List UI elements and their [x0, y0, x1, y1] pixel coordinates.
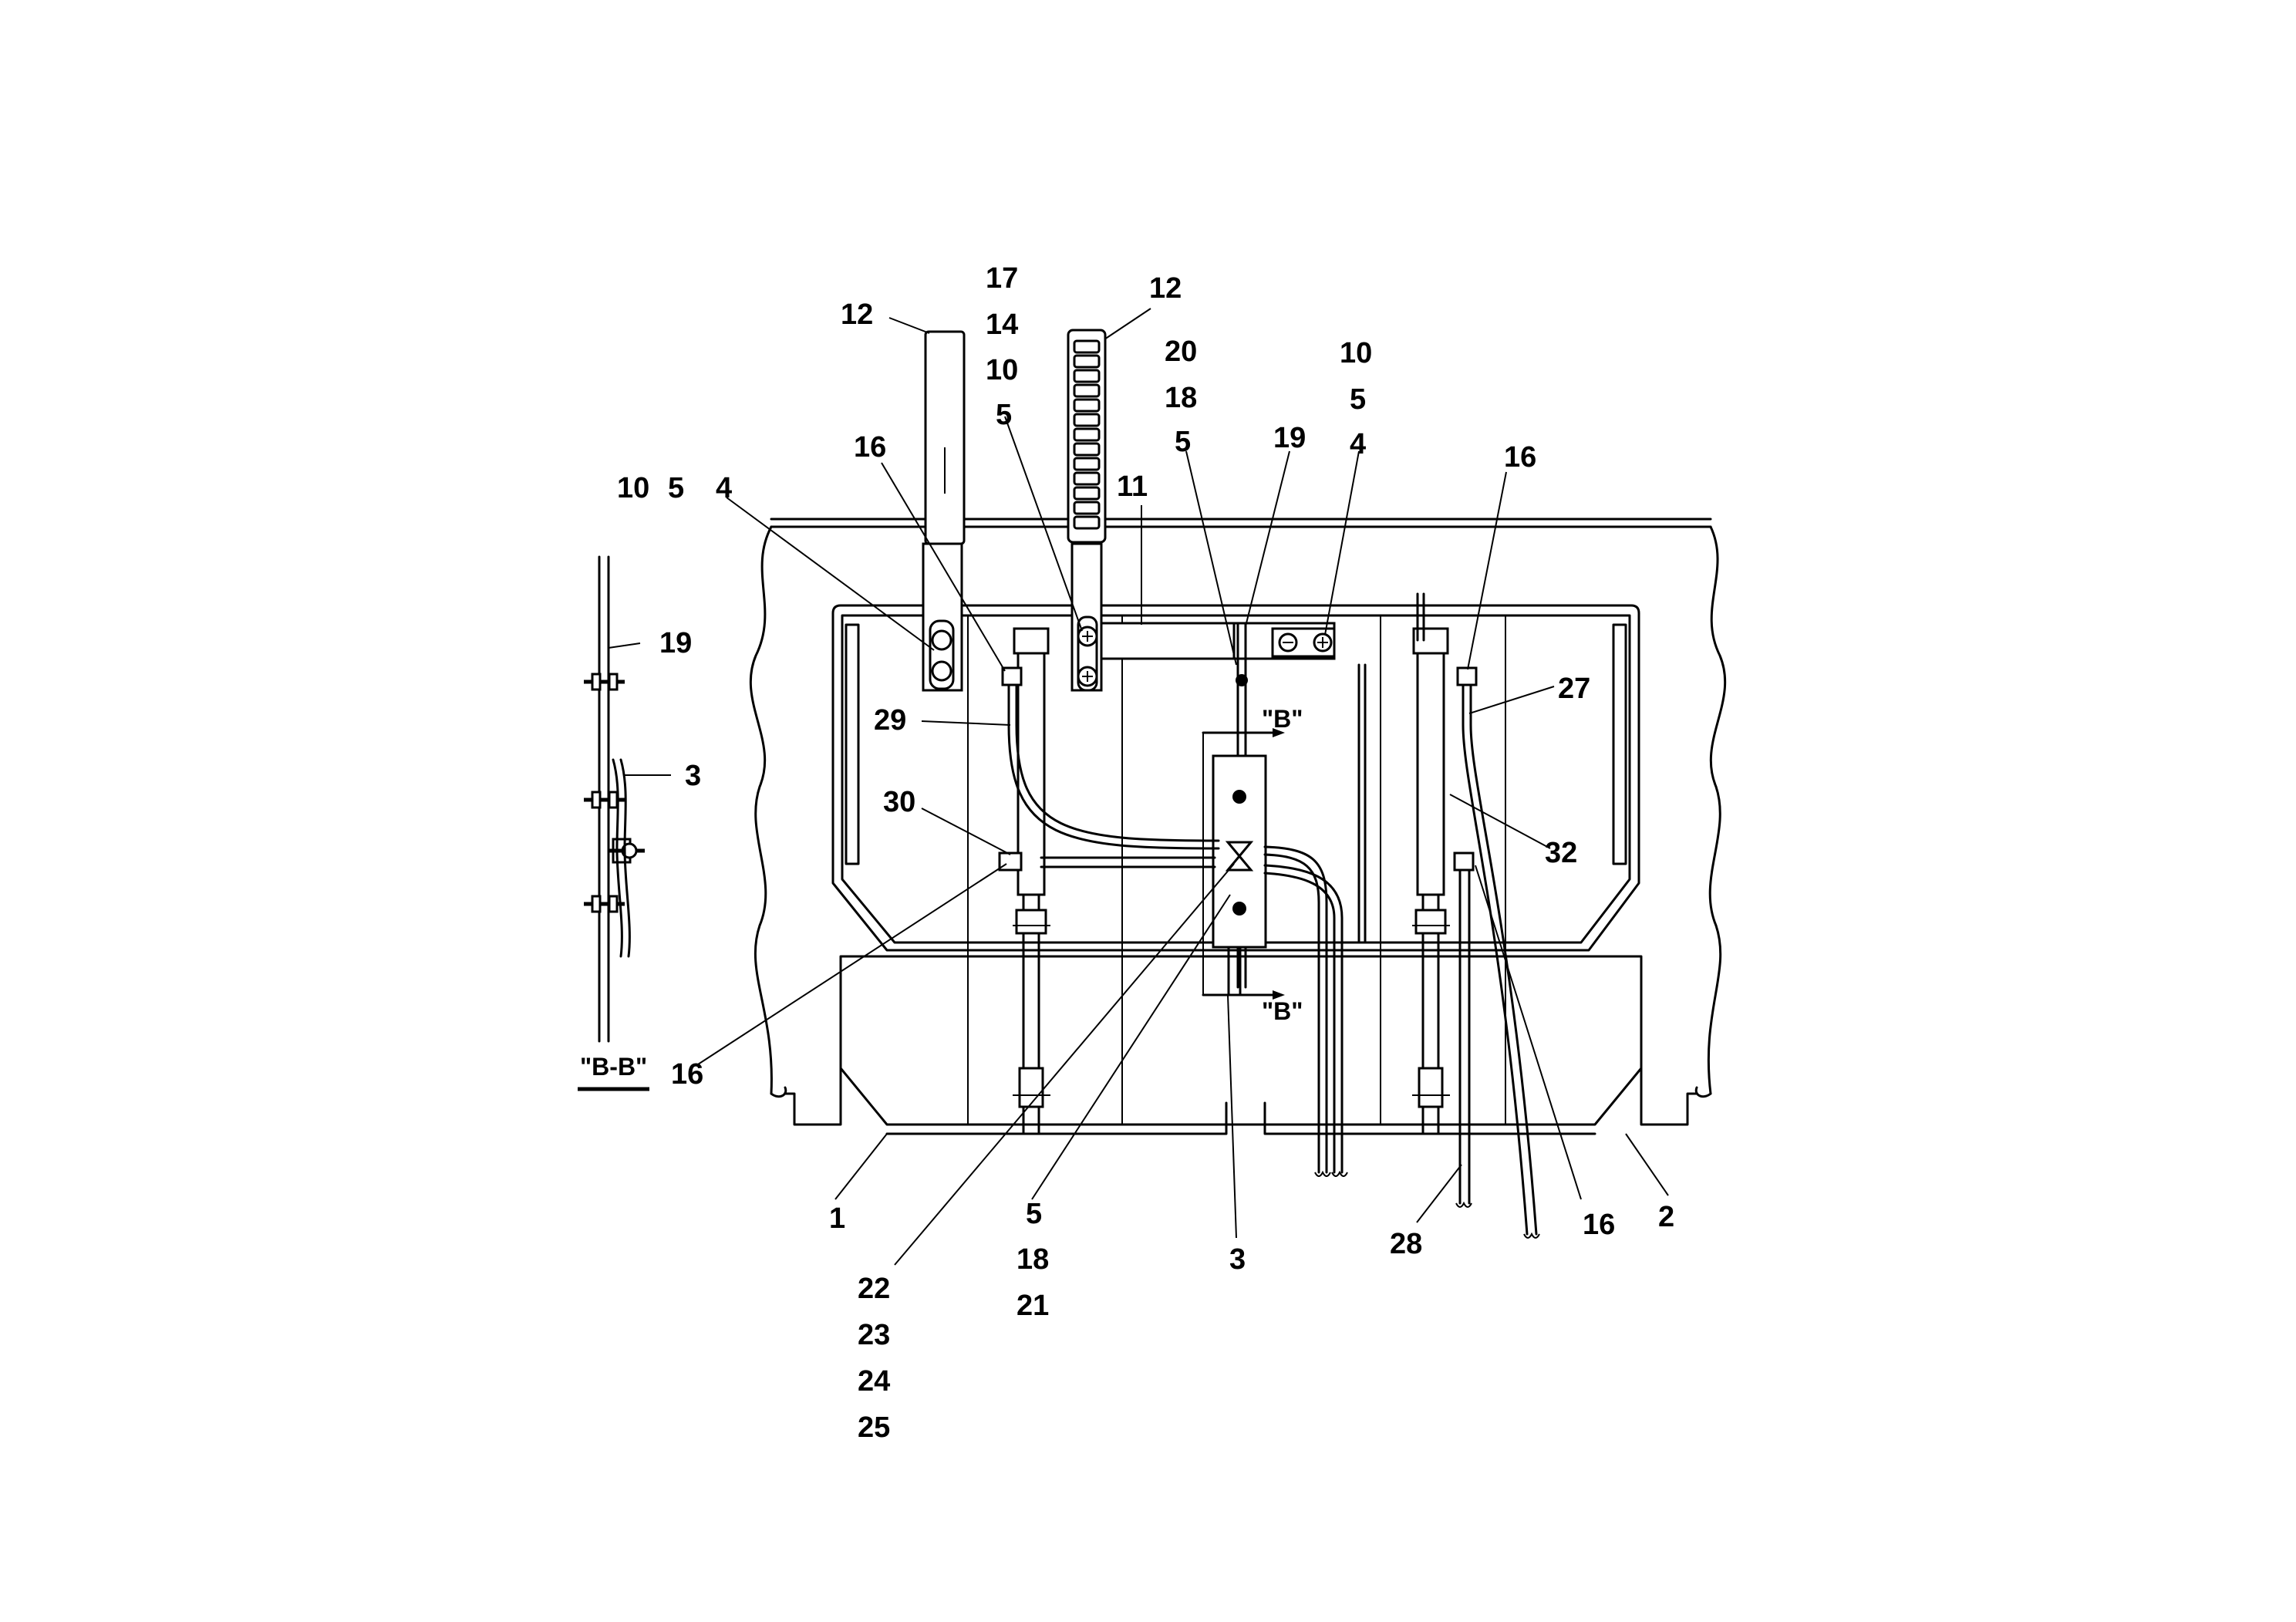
bracket-clamp	[609, 838, 645, 864]
callout-23: 23	[858, 1319, 890, 1351]
hoses	[998, 666, 1540, 1239]
grip-rib	[1073, 339, 1101, 354]
callout-2: 2	[1658, 1201, 1674, 1233]
callout-18-bottom: 18	[1017, 1243, 1049, 1276]
callout-5-mid: 5	[1175, 426, 1191, 458]
callout-25: 25	[858, 1411, 890, 1444]
lower-tray	[839, 955, 1643, 1126]
callout-4-left: 4	[716, 472, 732, 504]
section-view-title: "B-B"	[580, 1053, 647, 1081]
callout-16-top-left: 16	[854, 431, 886, 464]
grip-rib	[1073, 486, 1101, 501]
bolt-upper	[584, 673, 625, 691]
callout-11: 11	[1117, 470, 1148, 503]
callout-30: 30	[883, 786, 915, 818]
left-cylinder	[1013, 627, 1050, 1135]
right-break-line	[1707, 525, 1727, 1095]
leader-lines	[697, 308, 1669, 1266]
grip-rib	[1073, 383, 1101, 398]
section-mark-labels: "B" "B" "B-B"	[580, 705, 1303, 1081]
callout-5-bottom: 5	[1026, 1198, 1042, 1230]
callout-16-bottom-right: 16	[1583, 1209, 1615, 1241]
callout-27: 27	[1558, 673, 1590, 705]
grip-rib	[1073, 457, 1101, 471]
callout-labels: 12 17 14 10 5 12 20 18 5 19 10 5 4 16 11…	[617, 262, 1674, 1444]
valve-block	[1202, 728, 1285, 1000]
callout-4-right: 4	[1350, 428, 1366, 460]
tank-outline	[831, 604, 1640, 952]
callout-22: 22	[858, 1273, 890, 1305]
callout-21: 21	[1017, 1290, 1049, 1322]
right-cylinder	[1412, 592, 1450, 1135]
callout-18-top: 18	[1165, 382, 1197, 414]
callout-19-section: 19	[659, 627, 692, 659]
grip-rib	[1073, 398, 1101, 413]
left-lever-handle	[922, 330, 966, 692]
callout-10-right: 10	[1340, 337, 1372, 369]
callout-5-right: 5	[1350, 383, 1366, 416]
callout-32: 32	[1545, 837, 1577, 869]
callout-12-right: 12	[1149, 272, 1182, 305]
grip-rib	[1073, 413, 1101, 427]
grip-rib	[1073, 501, 1101, 515]
callout-16-bottom-left: 16	[671, 1058, 703, 1091]
callout-16-top-right: 16	[1504, 441, 1536, 474]
callout-3-bottom: 3	[1229, 1243, 1246, 1276]
section-view-b-b	[578, 555, 671, 1091]
callout-19-top: 19	[1273, 422, 1306, 454]
callout-12-left: 12	[841, 298, 873, 331]
callout-17: 17	[986, 262, 1018, 295]
grip-rib	[1073, 442, 1101, 457]
callout-20: 20	[1165, 336, 1197, 368]
grip-rib	[1073, 354, 1101, 369]
left-sight-slot	[845, 623, 860, 865]
section-mark-b-top: "B"	[1262, 705, 1303, 733]
grip-rib	[1073, 427, 1101, 442]
grip-rib	[1073, 515, 1101, 530]
callout-10-top: 10	[986, 354, 1018, 386]
bolt-lower	[584, 895, 625, 913]
callout-24: 24	[858, 1365, 890, 1398]
grip-rib	[1073, 369, 1101, 383]
right-lever-grip	[1067, 329, 1107, 692]
right-sight-slot	[1612, 623, 1627, 865]
left-break-line	[749, 525, 773, 1095]
callout-10-left: 10	[617, 472, 649, 504]
callout-29: 29	[874, 704, 906, 737]
callout-1: 1	[829, 1202, 845, 1235]
housing-frame	[749, 518, 1727, 1135]
section-mark-b-bottom: "B"	[1262, 997, 1303, 1025]
callout-14: 14	[986, 309, 1018, 341]
section-hose	[612, 758, 623, 958]
grip-rib	[1073, 471, 1101, 486]
callout-3-section: 3	[685, 760, 701, 792]
callout-5-left: 5	[668, 472, 684, 504]
callout-28: 28	[1390, 1228, 1422, 1260]
callout-5-top: 5	[996, 399, 1012, 431]
